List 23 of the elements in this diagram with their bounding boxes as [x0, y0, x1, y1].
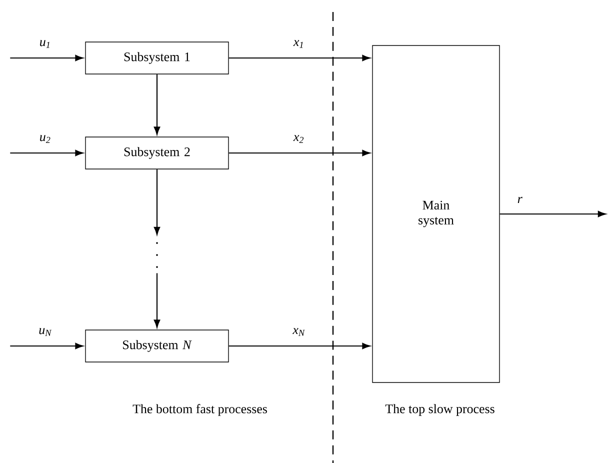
arrow	[228, 150, 370, 156]
region-label: The bottom fast processes	[132, 404, 267, 416]
arrow	[154, 74, 160, 135]
edge-label: u$_{N}$	[38, 327, 53, 337]
arrow	[154, 273, 160, 328]
edge-label: u$_{1}$	[38, 39, 52, 49]
arrow	[500, 210, 606, 218]
arrow	[228, 342, 370, 350]
edge-label: u$_{2}$	[38, 134, 52, 144]
region-label: The top slow process	[385, 404, 494, 416]
arrow	[10, 150, 84, 156]
arrow	[154, 169, 160, 235]
edge-label: x$_{2}$	[292, 134, 306, 144]
main-system-box: Main system	[372, 45, 500, 383]
arrow	[228, 54, 370, 62]
arrow	[10, 342, 84, 350]
subsystem-box: Subsystem 2	[85, 136, 229, 170]
edge-label: r	[516, 196, 524, 204]
subsystem-box: Subsystem N	[85, 330, 229, 362]
arrow	[10, 54, 84, 62]
subsystem-box: Subsystem 1	[85, 42, 229, 74]
edge-label: x$_{1}$	[292, 39, 306, 49]
edge-label: x$_{N}$	[292, 327, 306, 337]
